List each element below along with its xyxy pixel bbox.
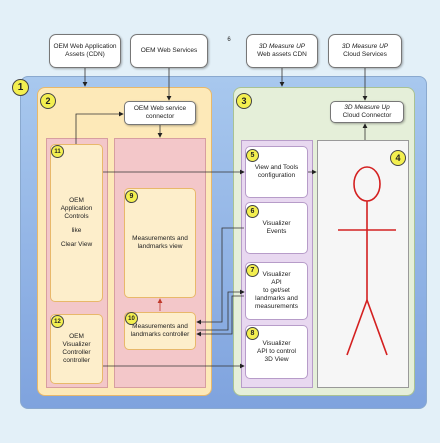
oem-visualizer-controller-box: OEM Visualizer Controller controller <box>50 314 103 384</box>
oem-web-services-box: OEM Web Services <box>130 34 208 68</box>
badge-9: 9 <box>125 190 138 203</box>
oem-web-assets-cdn-box: OEM Web Application Assets (CDN) <box>49 34 121 68</box>
api-landmarks-line: Visualizer <box>262 270 291 278</box>
oem-web-service-connector: OEM Web service connector <box>124 101 196 125</box>
api-landmarks-line: API <box>271 278 282 286</box>
app-controls-line: OEM <box>69 196 84 204</box>
badge-12: 12 <box>51 315 64 328</box>
view-tools-line: configuration <box>257 172 296 179</box>
api-control-line: 3D View <box>264 356 289 364</box>
badge-1: 1 <box>12 79 29 96</box>
api-landmarks-line: landmarks and <box>255 295 298 303</box>
3d-measure-up-web-assets-box: 3D Measure UP Web assets CDN <box>246 34 318 68</box>
visualizer-controller-line: Controller <box>62 349 91 356</box>
badge-5: 5 <box>246 149 259 162</box>
page-number: 6 <box>227 37 231 44</box>
3d-measure-up-brand-label: 3D Measure UP <box>341 42 389 50</box>
3d-measure-up-brand-label: 3D Measure UP <box>258 42 306 50</box>
app-controls-line: Controls <box>64 212 89 220</box>
arrow-controller-to-api-landmarks <box>197 289 245 331</box>
badge-8: 8 <box>246 327 259 340</box>
badge-6: 6 <box>246 205 259 218</box>
badge-7: 7 <box>246 264 259 277</box>
figure-head <box>353 166 381 202</box>
app-controls-line: like <box>71 227 82 235</box>
arrow-controls-to-connector <box>75 111 124 144</box>
landmarks-view-line: landmarks view <box>137 243 183 250</box>
api-control-line: API to control <box>256 347 297 355</box>
3d-view-panel <box>317 140 409 388</box>
visualizer-controller-line: OEM <box>69 332 84 340</box>
view-tools-line: View and Tools <box>254 163 299 171</box>
3d-measure-up-cloud-services-box: 3D Measure UP Cloud Services <box>328 34 402 68</box>
visualizer-controller-line: Visualizer <box>62 340 91 348</box>
figure-right-leg <box>366 299 388 356</box>
badge-2: 2 <box>40 93 56 109</box>
badge-11: 11 <box>51 145 64 158</box>
oem-application-controls-box: OEM Application Controls like Clear View <box>50 144 103 302</box>
stick-figure <box>338 166 396 356</box>
arrow-api-landmarks-to-controller <box>196 295 244 337</box>
3d-measure-up-cloud-connector: 3D Measure Up Cloud Connector <box>330 101 404 123</box>
web-assets-cdn-label: Web assets CDN <box>257 51 307 58</box>
landmarks-controller-line: landmarks controller <box>130 331 190 338</box>
cloud-services-label: Cloud Services <box>343 51 387 58</box>
figure-left-leg <box>346 299 368 356</box>
landmarks-controller-line: Measurements and <box>132 322 188 330</box>
measurements-landmarks-view-box: Measurements and landmarks view <box>124 188 196 298</box>
events-line: Events <box>266 228 287 235</box>
api-landmarks-line: to get/set <box>263 286 290 294</box>
app-controls-line: Clear View <box>60 241 93 249</box>
badge-10: 10 <box>125 312 138 325</box>
cloud-connector-label: Cloud Connector <box>342 112 392 119</box>
app-controls-line: Application <box>60 204 93 212</box>
badge-4: 4 <box>390 150 406 166</box>
landmarks-view-line: Measurements and <box>132 234 188 242</box>
api-control-line: Visualizer <box>262 339 291 347</box>
events-line: Visualizer <box>262 219 291 227</box>
api-landmarks-line: measurements <box>255 303 298 311</box>
badge-3: 3 <box>236 93 252 109</box>
arrow-events-to-controller <box>196 227 244 325</box>
cloud-connector-brand-label: 3D Measure Up <box>344 103 390 111</box>
visualizer-controller-line: controller <box>63 357 90 365</box>
